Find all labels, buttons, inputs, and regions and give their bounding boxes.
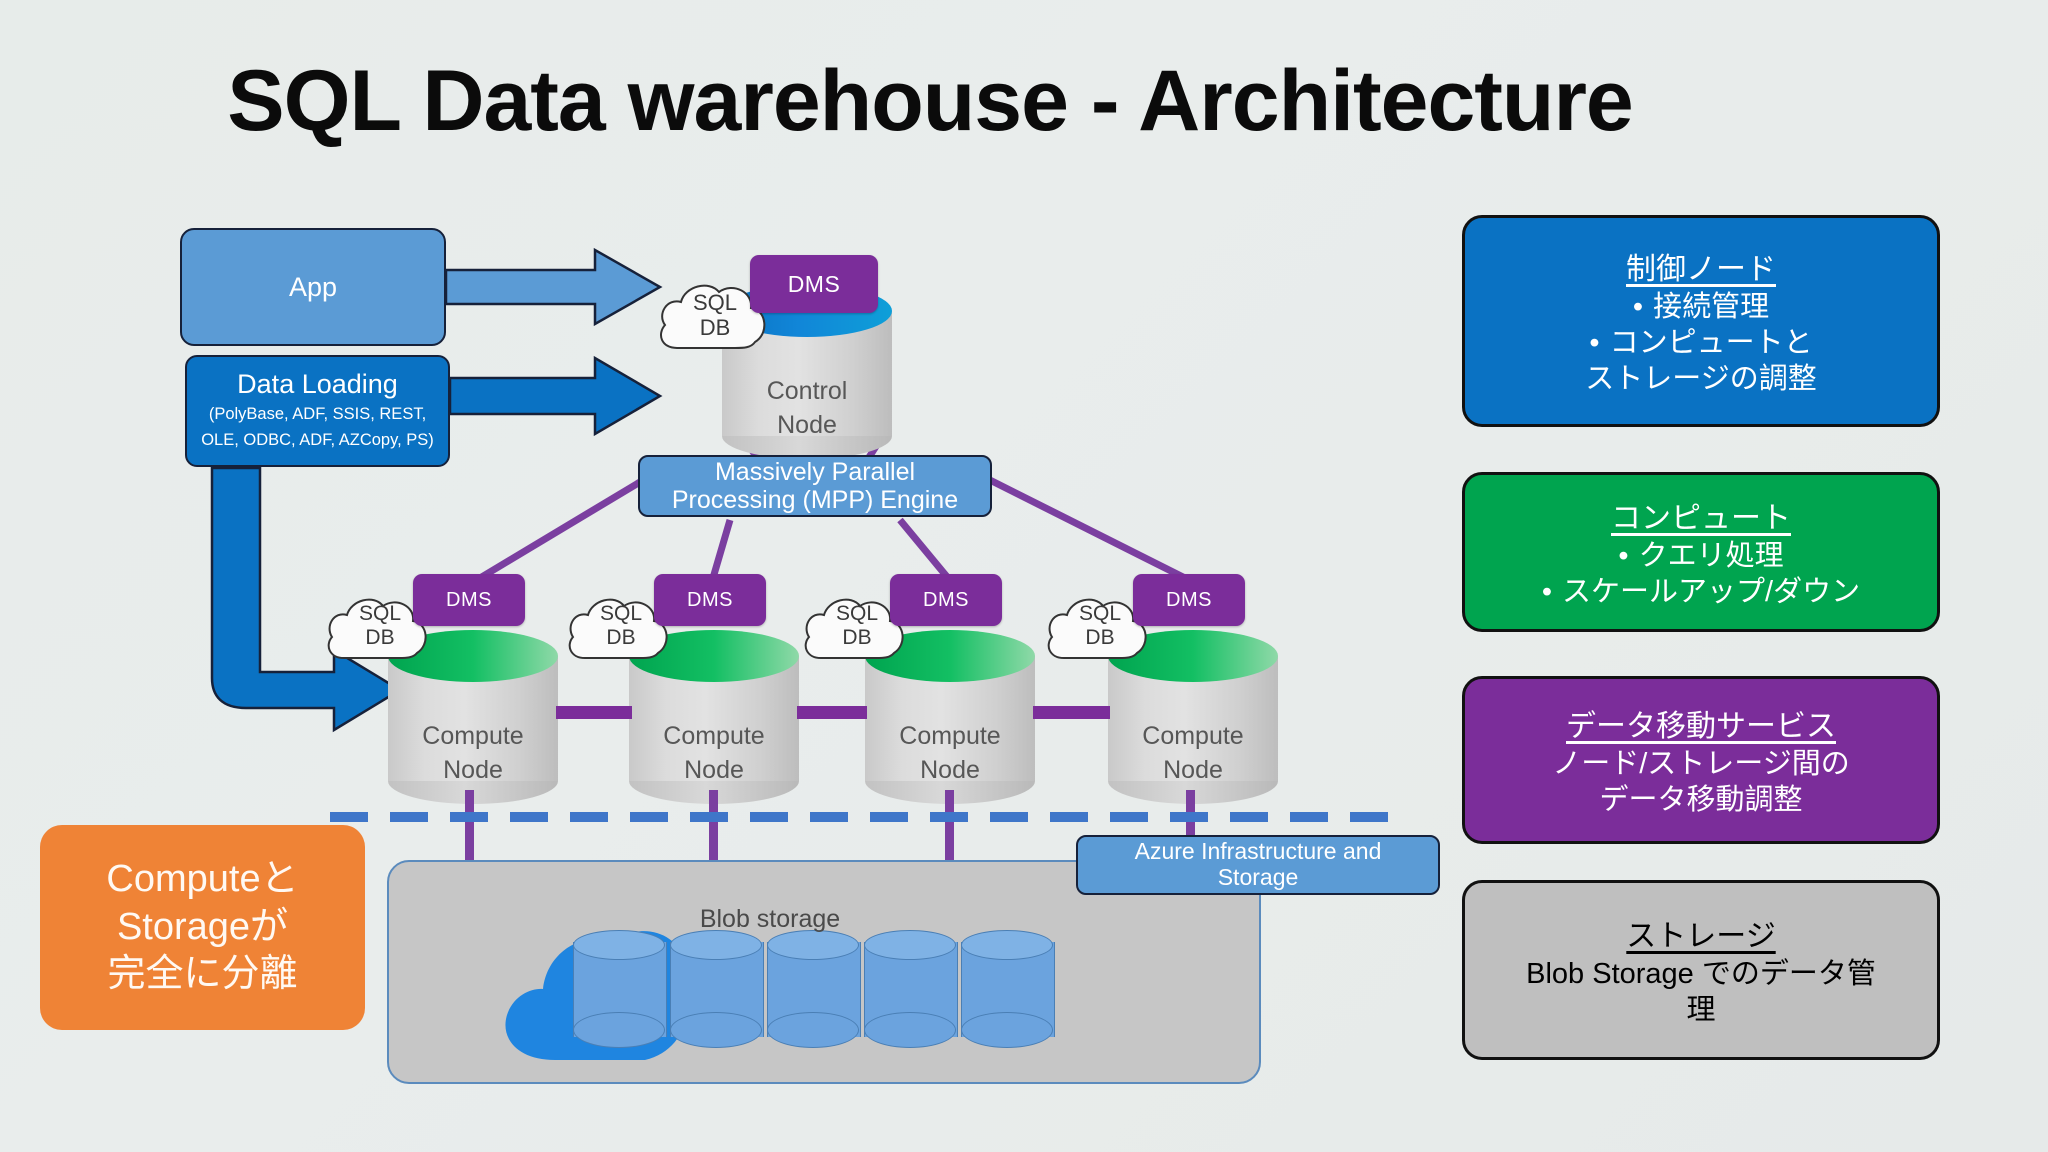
storage-drop-1 — [465, 790, 474, 880]
azure-infrastructure-box[interactable]: Azure Infrastructure and Storage — [1076, 835, 1440, 895]
blob-cyl-top — [864, 930, 956, 960]
dms-chip-1[interactable]: DMS — [413, 574, 525, 626]
compute-node-label: Compute Node — [663, 722, 765, 784]
blob-cyl-top — [767, 930, 859, 960]
blob-cylinder-4 — [864, 930, 958, 1050]
mpp-link-1 — [478, 466, 662, 582]
blob-cylinder-5 — [961, 930, 1055, 1050]
mpp-engine-box[interactable]: Massively Parallel Processing (MPP) Engi… — [638, 455, 992, 517]
legend-storage[interactable]: ストレージ Blob Storage でのデータ管 理 — [1462, 880, 1940, 1060]
legend-title: データ移動サービス — [1566, 710, 1836, 744]
sql-db-cloud-1-text: SQL DB — [358, 602, 402, 650]
blob-cyl-bottom — [961, 1012, 1053, 1048]
azure-line2: Storage — [1217, 864, 1299, 890]
node-link-bar-3 — [1033, 706, 1110, 719]
dms-chip-control[interactable]: DMS — [750, 255, 878, 313]
app-label: App — [288, 271, 338, 302]
compute-storage-separation-callout: Computeと Storageが 完全に分離 — [40, 825, 365, 1030]
dms-chip-2[interactable]: DMS — [654, 574, 766, 626]
sql-db-cloud-1 — [327, 598, 427, 659]
blob-cyl-bottom — [767, 1012, 859, 1048]
sql-db-cloud-3-text: SQL DB — [835, 602, 879, 650]
dms-chip-3[interactable]: DMS — [890, 574, 1002, 626]
data-loading-box[interactable]: Data Loading (PolyBase, ADF, SSIS, REST,… — [185, 355, 450, 467]
sql-db-cloud-3 — [804, 598, 904, 659]
mpp-link-4 — [968, 466, 1187, 582]
legend-item: •接続管理 — [1632, 291, 1770, 324]
callout-line1: Computeと — [106, 857, 299, 900]
legend-item: Blob Storage でのデータ管 — [1526, 958, 1876, 991]
callout-line3: 完全に分離 — [107, 953, 298, 996]
mpp-link-2 — [709, 519, 734, 579]
legend-item: 理 — [1686, 994, 1716, 1026]
page-title: SQL Data warehouse - Architecture — [227, 53, 1634, 149]
legend-title: ストレージ — [1626, 920, 1776, 954]
sql-db-cloud-4 — [1047, 598, 1147, 659]
node-link-bar-1 — [556, 706, 632, 719]
legend-item: データ移動調整 — [1599, 784, 1803, 816]
storage-drop-3 — [945, 790, 954, 880]
node-link-bar-2 — [797, 706, 867, 719]
blob-cyl-top — [670, 930, 762, 960]
blob-cylinder-3 — [767, 930, 861, 1050]
app-to-control-arrow — [444, 247, 663, 327]
legend-item: ノード/ストレージ間の — [1552, 748, 1850, 781]
storage-drop-2 — [709, 790, 718, 880]
compute-node-label: Compute Node — [899, 722, 1001, 784]
blob-cyl-bottom — [670, 1012, 762, 1048]
compute-node-label: Compute Node — [422, 722, 524, 784]
legend-item-continued: ストレージの調整 — [1585, 362, 1817, 395]
blob-storage-label: Blob storage — [699, 905, 841, 933]
sql-db-cloud-control — [660, 284, 766, 349]
azure-line1: Azure Infrastructure and — [1134, 838, 1382, 865]
legend-title: コンピュート — [1611, 502, 1791, 536]
dms-chip-4[interactable]: DMS — [1133, 574, 1245, 626]
control-node-label: Control Node — [766, 377, 848, 439]
mpp-link-3 — [897, 517, 951, 581]
mpp-line2: Processing (MPP) Engine — [671, 486, 959, 514]
sql-db-cloud-4-text: SQL DB — [1078, 602, 1122, 650]
legend-compute[interactable]: コンピュート •クエリ処理 •スケールアップ/ダウン — [1462, 472, 1940, 632]
blob-cylinder-1 — [573, 930, 667, 1050]
compute-node-3[interactable]: Compute Node — [865, 630, 1035, 804]
blob-cyl-bottom — [573, 1012, 665, 1048]
blob-cylinder-2 — [670, 930, 764, 1050]
blob-cyl-top — [961, 930, 1053, 960]
sql-db-cloud-2 — [568, 598, 668, 659]
sql-db-cloud-2-text: SQL DB — [599, 602, 643, 650]
app-box[interactable]: App — [180, 228, 446, 346]
mpp-line1: Massively Parallel — [714, 458, 916, 486]
legend-item: •スケールアップ/ダウン — [1541, 576, 1861, 608]
blob-cyl-top — [573, 930, 665, 960]
compute-storage-separator — [330, 812, 1400, 822]
sql-db-cloud-control-text: SQL DB — [692, 290, 738, 341]
blob-cyl-bottom — [864, 1012, 956, 1048]
data-loading-line2: OLE, ODBC, ADF, AZCopy, PS) — [201, 430, 434, 449]
legend-item: •コンピュートと — [1589, 327, 1813, 360]
dataloading-to-control-arrow — [448, 355, 663, 437]
legend-title: 制御ノード — [1626, 253, 1776, 287]
compute-node-2[interactable]: Compute Node — [629, 630, 799, 804]
legend-control-node[interactable]: 制御ノード •接続管理 •コンピュートと ストレージの調整 — [1462, 215, 1940, 427]
compute-node-1[interactable]: Compute Node — [388, 630, 558, 804]
data-loading-line1: (PolyBase, ADF, SSIS, REST, — [208, 405, 427, 424]
legend-data-movement-service[interactable]: データ移動サービス ノード/ストレージ間の データ移動調整 — [1462, 676, 1940, 844]
legend-item: •クエリ処理 — [1618, 540, 1784, 573]
callout-line2: Storageが — [116, 905, 289, 948]
data-loading-title: Data Loading — [237, 368, 398, 399]
compute-node-label: Compute Node — [1142, 722, 1244, 784]
